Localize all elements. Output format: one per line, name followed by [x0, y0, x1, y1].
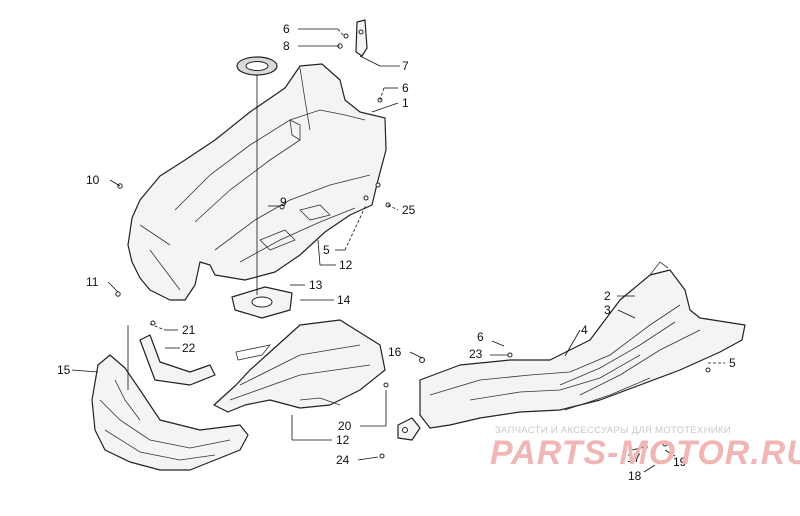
callout-6-top: 6 — [283, 22, 290, 36]
hardware-fasteners — [115, 33, 711, 459]
watermark-tagline: ЗАПЧАСТИ И АКСЕССУАРЫ ДЛЯ МОТОТЕХНИКИ — [495, 425, 731, 436]
vent-plate — [231, 286, 293, 319]
callout-16: 16 — [388, 345, 402, 359]
lower-floor-panel — [213, 319, 386, 413]
callout-10: 10 — [86, 173, 100, 187]
callout-19: 19 — [673, 455, 687, 469]
callout-15: 15 — [57, 363, 71, 377]
callout-12-lower: 12 — [336, 433, 350, 447]
callout-18: 18 — [628, 469, 642, 483]
callout-1: 1 — [402, 96, 409, 110]
callout-20: 20 — [338, 419, 352, 433]
callout-labels: 6 8 7 6 1 10 9 25 5 12 11 13 14 2 3 4 21… — [57, 22, 736, 483]
callout-7: 7 — [402, 59, 409, 73]
callout-6-right: 6 — [402, 81, 409, 95]
callout-23: 23 — [469, 347, 483, 361]
callout-14: 14 — [337, 293, 351, 307]
callout-3: 3 — [604, 303, 611, 317]
callout-9: 9 — [280, 195, 287, 209]
front-mount-bracket — [397, 417, 421, 441]
callout-8: 8 — [283, 39, 290, 53]
upper-bracket — [355, 19, 368, 57]
callout-6-mid: 6 — [477, 330, 484, 344]
callout-5-upper: 5 — [323, 243, 330, 257]
callout-13: 13 — [309, 278, 323, 292]
leader-lines — [71, 28, 725, 473]
callout-5-right: 5 — [729, 356, 736, 370]
callout-24: 24 — [336, 453, 350, 467]
callout-22: 22 — [182, 341, 196, 355]
mount-bracket — [139, 334, 216, 386]
seal-ring — [236, 56, 278, 76]
callout-21: 21 — [182, 323, 196, 337]
callout-4: 4 — [581, 323, 588, 337]
callout-2: 2 — [604, 289, 611, 303]
callout-17: 17 — [627, 451, 641, 465]
watermark: ЗАПЧАСТИ И АКСЕССУАРЫ ДЛЯ МОТОТЕХНИКИ PA… — [490, 425, 800, 472]
callout-11: 11 — [86, 275, 99, 289]
watermark-site: PARTS-MOTOR.RU — [490, 434, 800, 472]
callout-25: 25 — [402, 203, 416, 217]
callout-12-upper: 12 — [339, 258, 353, 272]
front-nose-cone — [91, 354, 249, 471]
belly-pan — [419, 261, 746, 429]
